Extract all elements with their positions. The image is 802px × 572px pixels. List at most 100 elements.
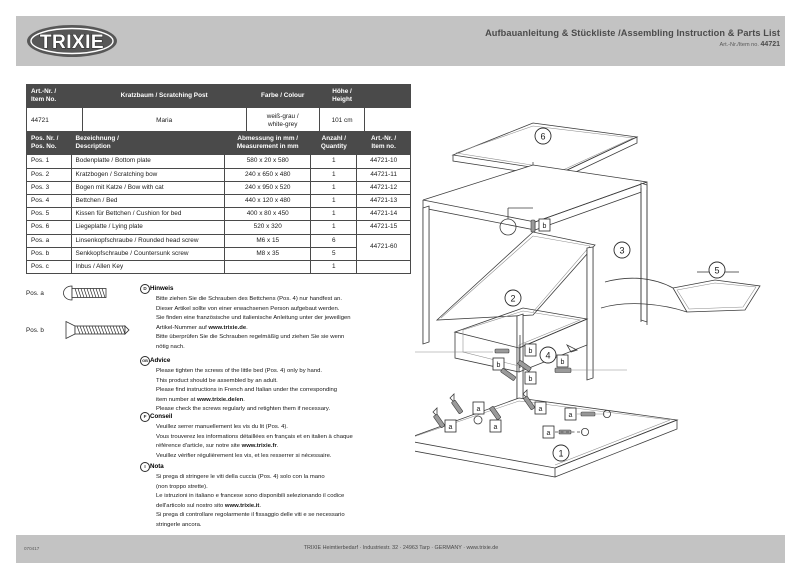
screw-legend-label-a: Pos. a <box>26 290 44 297</box>
th-description: Bezeichnung /Description <box>70 130 226 156</box>
callout-5 <box>708 261 726 279</box>
cell-meas: 440 x 120 x 480 <box>224 193 312 209</box>
cell-desc: Liegeplatte / Lying plate <box>70 220 226 235</box>
part-5-cushion <box>600 277 761 313</box>
note-line: Sie finden eine französische und italien… <box>156 315 351 322</box>
cell-desc: Senkkopfschraube / Countersunk screw <box>70 246 226 261</box>
table-row: Pos. 3 Bogen mit Katze / Bow with cat 24… <box>26 180 411 195</box>
callout-2-label: 2 <box>510 294 515 304</box>
note-heading: Conseil <box>150 413 173 420</box>
svg-text:b: b <box>529 348 533 355</box>
cell-pos: Pos. 4 <box>26 193 72 209</box>
note-line: référence d'article, sur notre site www.… <box>156 443 279 450</box>
cell-art <box>356 259 411 275</box>
note-line: Please find instructions in French and I… <box>156 387 338 394</box>
rounded-head-screw-icon <box>60 284 112 307</box>
callout-4 <box>539 346 557 364</box>
note-line: Veuillez serrer manuellement les vis du … <box>156 424 288 431</box>
svg-text:a: a <box>494 424 498 431</box>
bed-screws: b b b b <box>415 335 627 385</box>
th-spacer <box>364 83 411 109</box>
screw-callout-box-b-top <box>538 218 551 232</box>
callout-1-label: 1 <box>558 449 563 459</box>
table-row: Pos. 5 Kissen für Bettchen / Cushion for… <box>26 207 411 222</box>
parts-table: Pos. Nr. /Pos. No. Bezeichnung /Descript… <box>26 130 411 275</box>
cell-desc: Kratzbogen / Scratching bow <box>70 167 226 182</box>
th-art-no: Art.-Nr. /Item no. <box>356 130 411 156</box>
part-6-lying-plate <box>451 122 639 179</box>
header-item-label: Art.-Nr./Item no. <box>719 42 759 48</box>
note-line: Bitte überprüfen Sie die Schrauben regel… <box>156 334 345 341</box>
flag-icon-it: I <box>140 462 150 472</box>
part-3-bow-with-cat <box>422 164 648 345</box>
header-item-number: Art.-Nr./Item no. 44721 <box>719 41 780 48</box>
svg-text:a: a <box>547 430 551 437</box>
note-heading: Advice <box>150 357 171 364</box>
cell-meas: 520 x 320 <box>224 220 312 235</box>
bottom-screws: a a a a a a <box>432 389 611 439</box>
svg-text:a: a <box>449 424 453 431</box>
cell-meas <box>224 259 312 275</box>
cell-art: 44721-10 <box>356 154 411 169</box>
note-line: dell'articolo sul nostro sito www.trixie… <box>156 502 262 509</box>
th-quantity: Anzahl /Quantity <box>310 130 358 156</box>
note-line: Bitte ziehen Sie die Schrauben des Bettc… <box>156 296 342 303</box>
note-block-it: I Nota Si prega di stringere le viti del… <box>140 462 395 530</box>
table-row: Pos. b Senkkopfschraube / Countersunk sc… <box>26 246 411 261</box>
cell-art: 44721-15 <box>356 220 411 235</box>
th-item-no: Art.-Nr. /Item No. <box>26 83 83 109</box>
cell-desc: Bodenplatte / Bottom plate <box>70 154 226 169</box>
flag-icon-gb: GB <box>140 356 150 366</box>
note-line: Please check the screws regularly and re… <box>156 406 331 413</box>
note-line: (non troppo strette). <box>156 483 208 490</box>
note-body: Bitte ziehen Sie die Schrauben des Bettc… <box>156 295 390 352</box>
note-block-fr: F Conseil Veuillez serrer manuellement l… <box>140 412 395 461</box>
note-line: nötig nach. <box>156 343 185 350</box>
callout-6-label: 6 <box>540 132 545 142</box>
cell-qty: 1 <box>310 180 358 195</box>
note-block-gb: GB Advice Please tighten the screws of t… <box>140 356 390 415</box>
cell-art: 44721-14 <box>356 207 411 222</box>
svg-text:a: a <box>569 412 573 419</box>
svg-text:b: b <box>543 223 547 230</box>
cell-desc: Kissen für Bettchen / Cushion for bed <box>70 207 226 222</box>
cell-meas: 400 x 80 x 450 <box>224 207 312 222</box>
cell-meas: 240 x 650 x 480 <box>224 167 312 182</box>
flag-icon-fr: F <box>140 412 150 422</box>
callout-3 <box>613 241 631 259</box>
cell-art: 44721-13 <box>356 193 411 209</box>
header-item-value: 44721 <box>760 41 780 48</box>
cell-desc: Linsenkopfschraube / Rounded head screw <box>70 233 226 248</box>
note-heading: Nota <box>150 463 164 470</box>
cell-height: 101 cm <box>318 107 366 135</box>
countersunk-screw-icon <box>60 320 132 345</box>
parts-table-header-row: Pos. Nr. /Pos. No. Bezeichnung /Descript… <box>26 130 411 156</box>
cell-pos: Pos. b <box>26 246 72 261</box>
svg-text:b: b <box>497 362 501 369</box>
note-body: Please tighten the screws of the little … <box>156 367 390 415</box>
note-line: This product should be assembled by an a… <box>156 377 278 384</box>
footer-doc-code: 070417 <box>24 546 40 551</box>
note-line: Dieser Artikel sollte von einer erwachse… <box>156 305 340 312</box>
note-line: Si prega di stringere le viti della cucc… <box>156 474 325 481</box>
callout-2 <box>504 289 522 307</box>
table-row: Pos. 6 Liegeplatte / Lying plate 520 x 3… <box>26 220 411 235</box>
table-row: Pos. 1 Bodenplatte / Bottom plate 580 x … <box>26 154 411 169</box>
note-body: Veuillez serrer manuellement les vis du … <box>156 423 395 461</box>
flag-icon-de: D <box>140 284 150 294</box>
note-block-de: D Hinweis Bitte ziehen Sie die Schrauben… <box>140 284 390 352</box>
cell-desc: Bogen mit Katze / Bow with cat <box>70 180 226 195</box>
callout-3-label: 3 <box>619 246 624 256</box>
cell-desc: Bettchen / Bed <box>70 193 226 209</box>
callout-6 <box>534 127 552 145</box>
cell-pos: Pos. 2 <box>26 167 72 182</box>
callout-1 <box>552 444 570 462</box>
note-body: Si prega di stringere le viti della cucc… <box>156 473 395 530</box>
note-line: Veuillez vérifier régulièrement les vis,… <box>156 452 332 459</box>
footer-band <box>16 535 785 563</box>
screw-legend-label-b: Pos. b <box>26 327 44 334</box>
table-row: Pos. 2 Kratzbogen / Scratching bow 240 x… <box>26 167 411 182</box>
cell-pos: Pos. 3 <box>26 180 72 195</box>
cell-qty: 1 <box>310 167 358 182</box>
